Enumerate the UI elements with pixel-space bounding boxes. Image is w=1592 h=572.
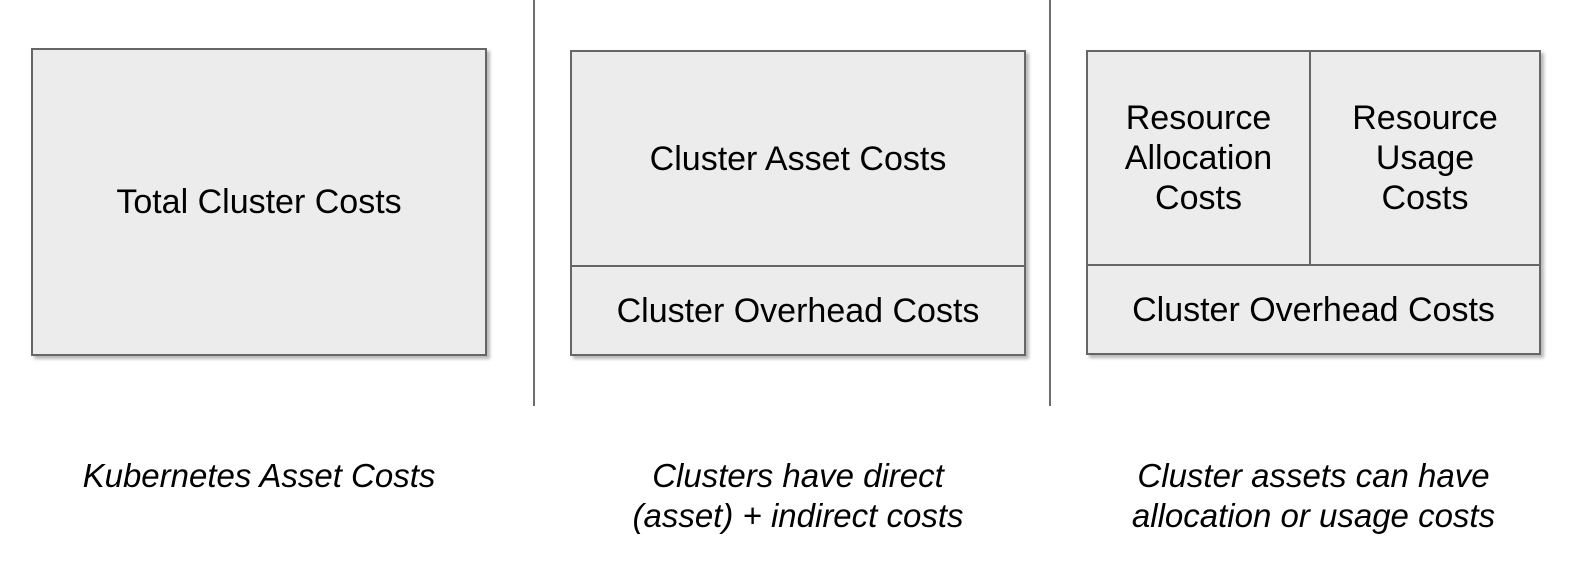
cluster-asset-costs-section: Cluster Asset Costs xyxy=(572,52,1024,267)
resource-usage-costs-label: Resource Usage Costs xyxy=(1352,99,1498,217)
panel3-caption: Cluster assets can have allocation or us… xyxy=(1086,456,1541,536)
panel3-caption-line-2: allocation or usage costs xyxy=(1131,497,1496,534)
resource-usage-costs-cell: Resource Usage Costs xyxy=(1311,52,1539,264)
cluster-asset-costs-label: Cluster Asset Costs xyxy=(649,139,947,178)
panel1-caption-line: Kubernetes Asset Costs xyxy=(82,457,436,494)
total-cluster-costs-box: Total Cluster Costs xyxy=(31,48,487,356)
panel2-caption: Clusters have direct (asset) + indirect … xyxy=(570,456,1026,536)
panel2-caption-line-2: (asset) + indirect costs xyxy=(632,497,964,534)
panel-divider-line-1 xyxy=(533,0,535,406)
cluster-overhead-costs-label-right: Cluster Overhead Costs xyxy=(1132,290,1495,329)
panel-divider-line-2 xyxy=(1049,0,1051,406)
panel1-caption: Kubernetes Asset Costs xyxy=(31,456,487,496)
panel2-caption-line-1: Clusters have direct xyxy=(652,457,944,494)
cluster-costs-breakdown-box: Cluster Asset Costs Cluster Overhead Cos… xyxy=(570,50,1026,356)
total-cluster-costs-label: Total Cluster Costs xyxy=(116,183,402,221)
resource-costs-breakdown-box: Resource Allocation Costs Resource Usage… xyxy=(1086,50,1541,355)
resource-allocation-costs-cell: Resource Allocation Costs xyxy=(1088,52,1311,264)
cluster-overhead-costs-label: Cluster Overhead Costs xyxy=(616,291,980,330)
resource-costs-row: Resource Allocation Costs Resource Usage… xyxy=(1088,52,1539,266)
resource-allocation-costs-label: Resource Allocation Costs xyxy=(1124,99,1273,217)
panel3-caption-line-1: Cluster assets can have xyxy=(1137,457,1490,494)
cluster-overhead-costs-section-right: Cluster Overhead Costs xyxy=(1088,266,1539,353)
cluster-overhead-costs-section: Cluster Overhead Costs xyxy=(572,267,1024,354)
